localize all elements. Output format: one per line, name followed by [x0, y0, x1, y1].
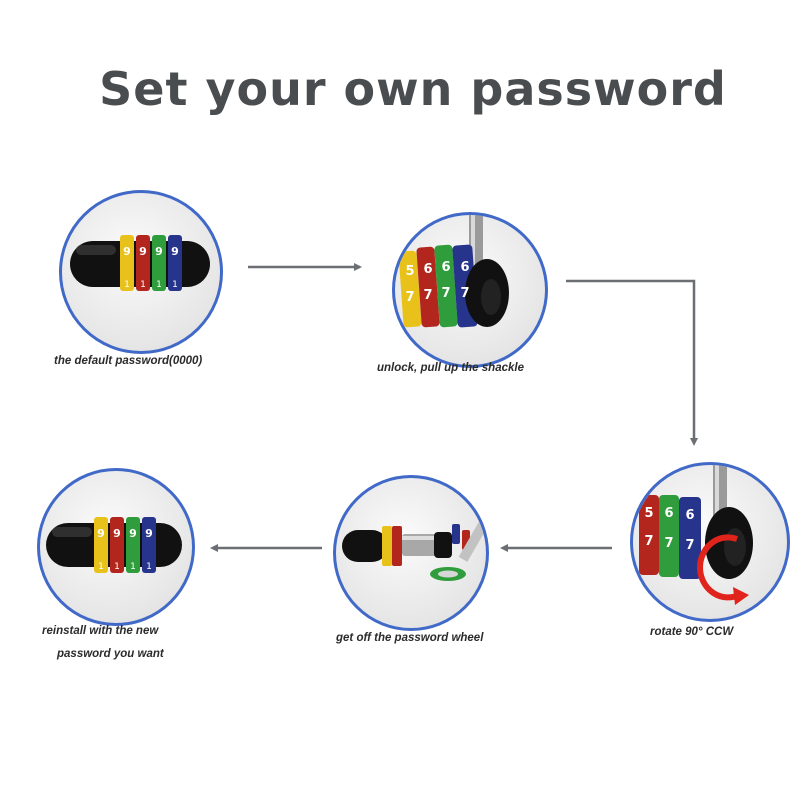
- step-5-photo: 9 9 9 9 1 1 1 1: [37, 468, 195, 626]
- lock-reinstalled-image: 9 9 9 9 1 1 1 1: [46, 517, 182, 573]
- svg-text:9: 9: [129, 527, 137, 540]
- svg-text:1: 1: [130, 562, 136, 572]
- svg-text:7: 7: [644, 534, 653, 549]
- svg-text:1: 1: [140, 280, 146, 290]
- rotate-ccw-icon: [697, 534, 749, 605]
- lock-remove-wheel-image: [342, 522, 486, 581]
- svg-text:7: 7: [664, 536, 673, 551]
- step-3-photo: 5 6 6 7 7 7: [630, 462, 790, 622]
- svg-text:6: 6: [423, 262, 432, 277]
- svg-text:1: 1: [98, 562, 104, 572]
- svg-text:6: 6: [441, 260, 450, 275]
- svg-text:1: 1: [146, 562, 152, 572]
- svg-text:7: 7: [460, 286, 469, 301]
- svg-text:9: 9: [171, 245, 179, 258]
- step-1-caption: the default password(0000): [54, 355, 203, 367]
- svg-text:7: 7: [441, 286, 450, 301]
- arrow-step2-to-step3: [566, 279, 696, 442]
- step-1-photo: 9 9 9 9 1 1 1 1: [59, 190, 223, 354]
- svg-text:9: 9: [139, 245, 147, 258]
- lock-default-image: 9 9 9 9 1 1 1 1: [70, 235, 210, 291]
- svg-text:1: 1: [156, 280, 162, 290]
- svg-text:9: 9: [155, 245, 163, 258]
- svg-text:6: 6: [664, 506, 673, 521]
- svg-text:7: 7: [423, 288, 432, 303]
- svg-text:5: 5: [644, 506, 653, 521]
- step-4-photo: [333, 475, 489, 631]
- step-2-photo: 5 6 6 6 7 7 7 7: [392, 212, 548, 368]
- svg-text:1: 1: [114, 562, 120, 572]
- step-5-caption-line2: password you want: [57, 648, 164, 660]
- step-5-caption-line1: reinstall with the new: [42, 625, 159, 637]
- svg-text:7: 7: [405, 290, 414, 305]
- page-title: Set your own password: [99, 62, 727, 116]
- svg-text:7: 7: [685, 538, 694, 553]
- step-2-caption: unlock, pull up the shackle: [377, 362, 524, 374]
- step-4-caption: get off the password wheel: [336, 632, 484, 644]
- svg-text:5: 5: [405, 264, 414, 279]
- step-3-caption: rotate 90° CCW: [650, 626, 734, 638]
- svg-text:9: 9: [145, 527, 153, 540]
- svg-text:6: 6: [460, 260, 469, 275]
- svg-text:1: 1: [124, 280, 130, 290]
- svg-text:9: 9: [123, 245, 131, 258]
- svg-text:9: 9: [97, 527, 105, 540]
- lock-rotate-image: 5 6 6 7 7 7: [639, 465, 753, 605]
- svg-text:1: 1: [172, 280, 178, 290]
- svg-text:9: 9: [113, 527, 121, 540]
- svg-text:6: 6: [685, 508, 694, 523]
- lock-unlock-image: 5 6 6 6 7 7 7 7: [398, 215, 509, 328]
